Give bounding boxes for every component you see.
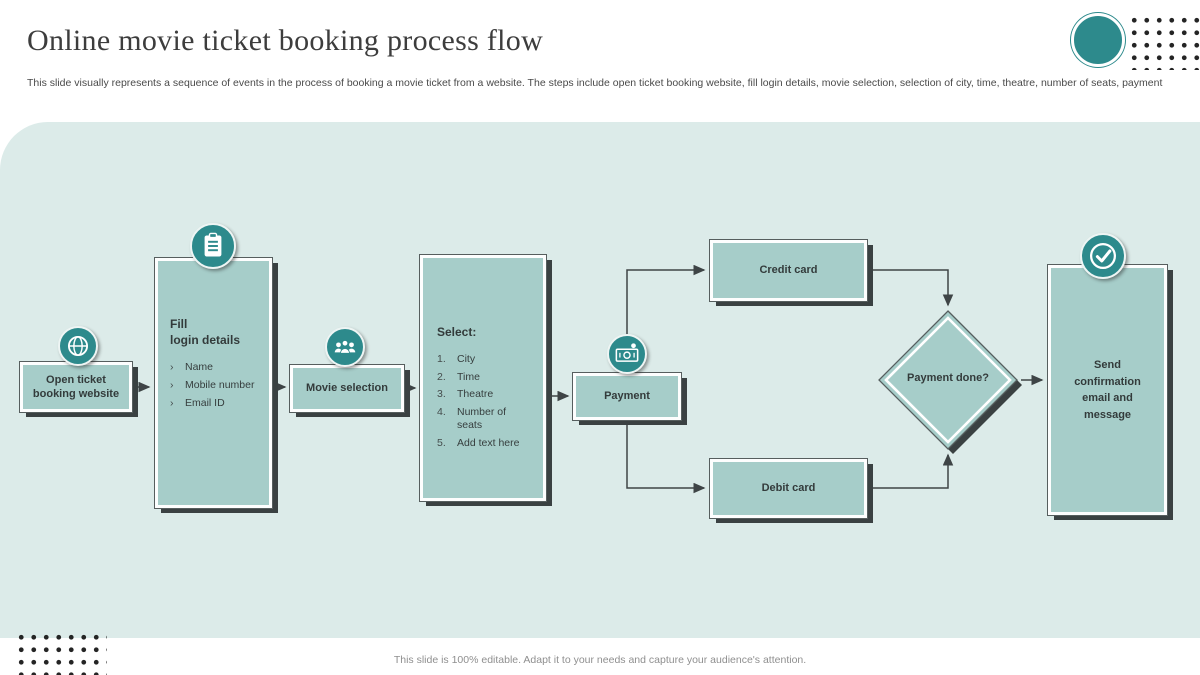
node-select-options: Select: 1. City 2. Time 3. Theatre 4. Number of… <box>419 254 547 502</box>
form-icon <box>190 223 236 269</box>
list-item-text: Add text here <box>457 436 520 449</box>
node-movie-selection: Movie selection <box>289 364 405 413</box>
list-item: 2. Time <box>437 371 533 384</box>
node-title: Fill login details <box>170 317 241 348</box>
node-label: Debit card <box>761 482 816 495</box>
node-send-confirmation: Send confirmation email and message <box>1047 264 1168 516</box>
arrow-payment-to-debit <box>626 421 706 494</box>
list-item: › Name <box>170 361 259 374</box>
list-item: › Mobile number <box>170 379 259 392</box>
node-payment: Payment <box>572 372 682 421</box>
website-icon <box>58 326 98 366</box>
list-item: 1. City <box>437 353 533 366</box>
node-label: Payment <box>604 390 650 403</box>
list-item-text: Theatre <box>457 388 494 401</box>
list-item: 3. Theatre <box>437 388 533 401</box>
audience-icon <box>325 327 365 367</box>
page-subtitle: This slide visually represents a sequenc… <box>27 77 1163 89</box>
list-item: 5. Add text here <box>437 437 533 450</box>
list-item-text: Name <box>185 361 214 374</box>
page-title: Online movie ticket booking process flow <box>27 24 544 57</box>
list-marker: 3. <box>437 388 446 401</box>
node-label: Credit card <box>759 264 818 277</box>
node-credit-card: Credit card <box>709 239 868 302</box>
list-item-text: Mobile number <box>185 379 255 391</box>
node-fill-login-details: Fill login details › Name › Mobile number › E… <box>154 257 273 509</box>
list-marker: 1. <box>437 353 446 366</box>
select-options-list: 1. City 2. Time 3. Theatre 4. Number of seats 5.… <box>437 353 533 450</box>
list-marker: › <box>170 361 174 374</box>
list-item-text: Email ID <box>185 396 225 409</box>
payment-icon <box>607 334 647 374</box>
list-marker: 4. <box>437 406 446 419</box>
arrow-debit-to-decision <box>868 453 954 489</box>
list-item-text: Number of seats <box>457 406 507 432</box>
decision-diamond <box>878 310 1022 454</box>
list-marker: › <box>170 379 174 391</box>
list-item: › Email ID <box>170 397 259 410</box>
list-marker: 2. <box>437 370 446 383</box>
list-item-text: Time <box>457 370 480 383</box>
node-label: Send confirmation email and message <box>1074 359 1141 421</box>
corner-accent-circle <box>1071 13 1125 67</box>
node-title: Select: <box>437 325 477 339</box>
node-open-website: Open ticket booking website <box>19 361 133 413</box>
check-icon <box>1080 233 1126 279</box>
login-details-list: › Name › Mobile number › Email ID <box>170 361 259 409</box>
dot-grid-bottom-left <box>15 631 107 675</box>
node-label: Open ticket booking website <box>32 373 120 400</box>
list-item-text: City <box>457 353 476 366</box>
node-label: Movie selection <box>306 382 388 395</box>
arrow-credit-to-decision <box>868 269 954 307</box>
dot-grid-top-right <box>1128 14 1200 70</box>
decision-label: Payment done? <box>907 372 989 384</box>
list-item: 4. Number of seats <box>437 406 533 432</box>
list-marker: 5. <box>437 436 446 449</box>
list-marker: › <box>170 396 174 409</box>
node-debit-card: Debit card <box>709 458 868 519</box>
footer-note: This slide is 100% editable. Adapt it to… <box>393 654 807 666</box>
